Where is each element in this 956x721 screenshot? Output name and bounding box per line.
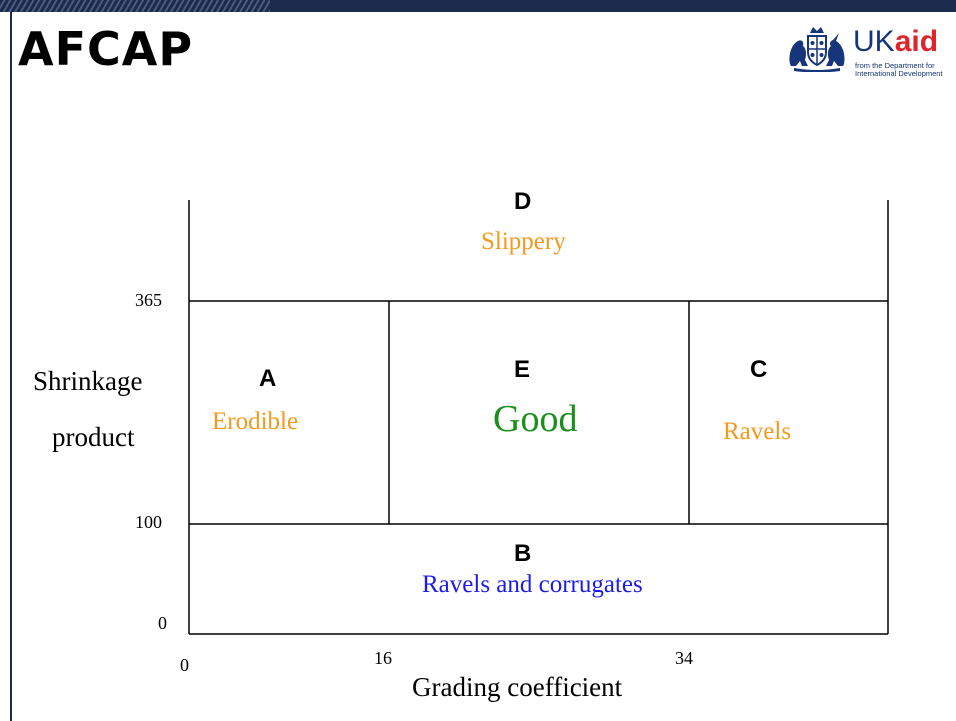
- x-axis-title: Grading coefficient: [412, 672, 623, 702]
- afcap-logo: AFCAP: [18, 22, 194, 76]
- x-tick-0: 0: [180, 655, 189, 675]
- zone-a-label: Erodible: [212, 408, 299, 435]
- ukaid-prefix: UK: [853, 25, 895, 58]
- zone-d-label: Slippery: [481, 228, 566, 255]
- ukaid-suffix: aid: [894, 25, 939, 58]
- y-axis-title-line2: product: [52, 422, 135, 452]
- zone-b-label: Ravels and corrugates: [422, 571, 643, 598]
- zone-c-letter: C: [750, 356, 768, 383]
- x-tick-34: 34: [675, 648, 693, 668]
- royal-coat-of-arms-icon: [789, 27, 845, 72]
- y-axis-title-line1: Shrinkage: [33, 366, 143, 396]
- zone-e-letter: E: [514, 356, 531, 383]
- banner-stripes: [0, 0, 270, 12]
- left-border: [10, 12, 12, 721]
- top-banner: [0, 0, 956, 12]
- zone-d-letter: D: [514, 188, 532, 215]
- ukaid-logo: UKaid from the Department for Internatio…: [786, 24, 956, 94]
- ukaid-wordmark: UKaid: [853, 24, 938, 60]
- ukaid-subtitle: from the Department for International De…: [855, 61, 943, 78]
- zone-c-label: Ravels: [723, 418, 792, 445]
- zone-a-letter: A: [259, 365, 277, 392]
- zone-e-label: Good: [493, 398, 578, 440]
- y-tick-365: 365: [135, 290, 162, 310]
- zone-b-letter: B: [514, 540, 532, 567]
- x-tick-16: 16: [374, 648, 392, 668]
- y-tick-100: 100: [135, 512, 162, 532]
- y-tick-0: 0: [158, 613, 167, 633]
